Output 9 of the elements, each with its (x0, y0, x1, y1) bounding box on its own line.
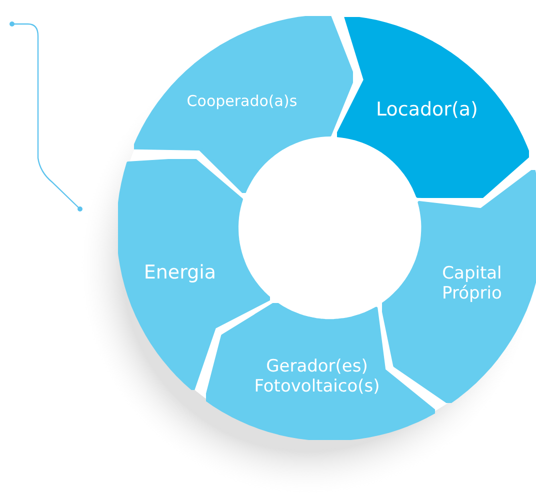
segment-label: Cooperado(a)s (186, 92, 298, 110)
cycle-segment (336, 16, 529, 198)
segment-label: Gerador(es) Fotovoltaico(s) (253, 356, 381, 398)
segment-label: Capital Próprio (441, 264, 503, 304)
cycle-segment (134, 16, 354, 193)
cycle-segment (382, 170, 536, 404)
segment-label: Locador(a) (375, 98, 479, 122)
cycle-segment (206, 303, 436, 440)
segment-label: Energia (142, 262, 218, 284)
